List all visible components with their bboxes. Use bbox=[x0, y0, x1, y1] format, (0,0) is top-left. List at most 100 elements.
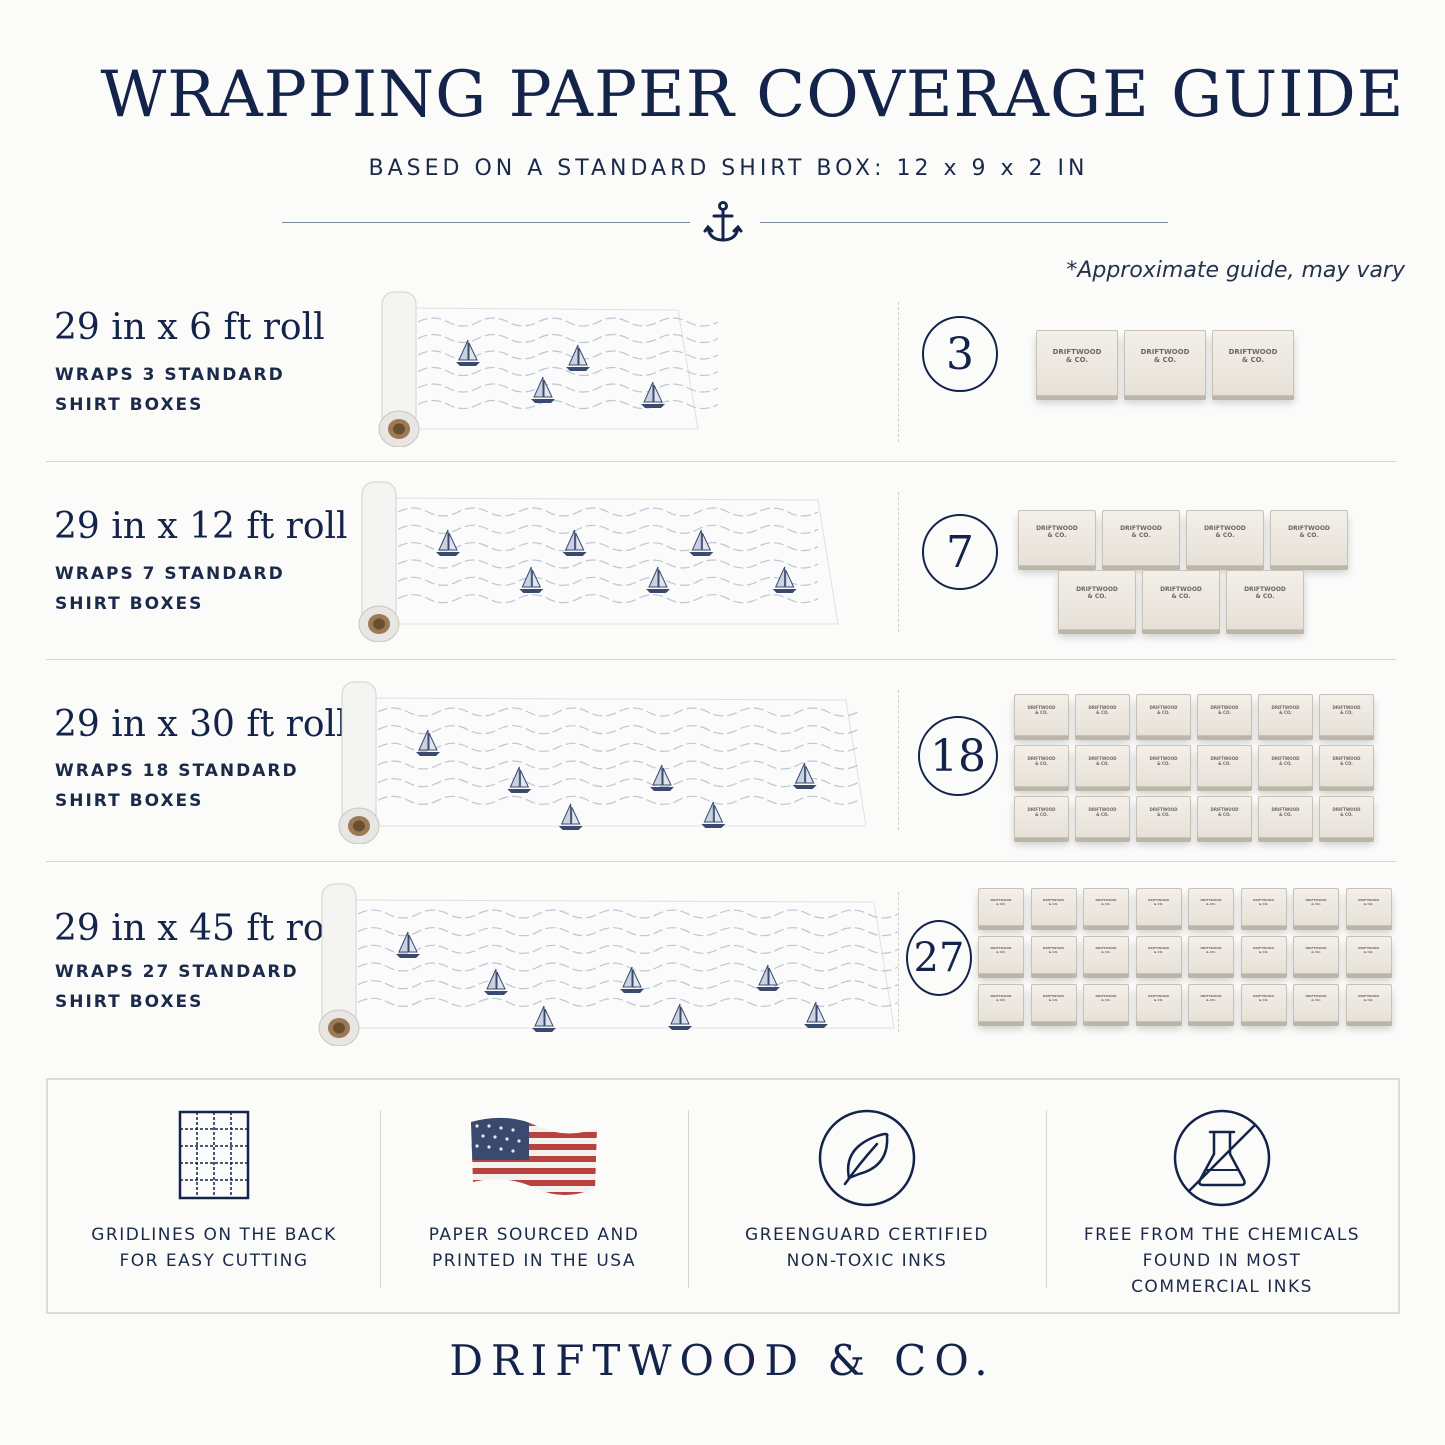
shirt-box: DRIFTWOOD& CO. bbox=[978, 984, 1024, 1022]
roll-title: 29 in x 30 ft roll bbox=[54, 704, 348, 745]
shirt-box-label: DRIFTWOOD& CO. bbox=[1140, 348, 1190, 365]
shirt-box-label: DRIFTWOOD& CO. bbox=[1095, 946, 1117, 954]
shirt-box-label: DRIFTWOOD& CO. bbox=[1052, 348, 1102, 365]
shirt-box: DRIFTWOOD& CO. bbox=[1136, 745, 1191, 787]
shirt-box-label: DRIFTWOOD& CO. bbox=[1088, 807, 1117, 817]
shirt-box: DRIFTWOOD& CO. bbox=[1258, 796, 1313, 838]
shirt-box: DRIFTWOOD& CO. bbox=[1188, 984, 1234, 1022]
shirt-box: DRIFTWOOD& CO. bbox=[1345, 888, 1392, 926]
shirt-box-label: DRIFTWOOD& CO. bbox=[1027, 807, 1056, 817]
brand-wordmark: DRIFTWOOD & CO. bbox=[449, 1336, 996, 1385]
shirt-box: DRIFTWOOD& CO. bbox=[1135, 984, 1182, 1022]
shirt-box-label: DRIFTWOOD& CO. bbox=[1332, 807, 1361, 817]
box-count-circle: 27 bbox=[906, 920, 972, 996]
shirt-box: DRIFTWOOD& CO. bbox=[1030, 984, 1077, 1022]
row-divider bbox=[46, 461, 1396, 462]
page-subtitle: BASED ON A STANDARD SHIRT BOX: 12 x 9 x … bbox=[368, 156, 1089, 181]
paper-roll-image bbox=[378, 291, 718, 447]
shirt-box-label: DRIFTWOOD& CO. bbox=[990, 946, 1012, 954]
shirt-box: DRIFTWOOD& CO. bbox=[1240, 888, 1287, 926]
shirt-box-label: DRIFTWOOD& CO. bbox=[1358, 946, 1379, 954]
leaf-icon bbox=[818, 1109, 916, 1207]
shirt-box-label: DRIFTWOOD& CO. bbox=[1149, 705, 1178, 715]
shirt-box-label: DRIFTWOOD& CO. bbox=[1210, 756, 1239, 766]
shirt-box: DRIFTWOOD& CO. bbox=[1142, 570, 1220, 630]
paper-roll-image bbox=[338, 681, 867, 844]
shirt-box-label: DRIFTWOOD& CO. bbox=[1149, 756, 1178, 766]
shirt-box-label: DRIFTWOOD& CO. bbox=[1088, 756, 1117, 766]
column-divider bbox=[898, 302, 899, 442]
shirt-box-label: DRIFTWOOD& CO. bbox=[990, 994, 1012, 1002]
shirt-box: DRIFTWOOD& CO. bbox=[1240, 984, 1287, 1022]
shirt-box: DRIFTWOOD& CO. bbox=[1319, 745, 1374, 787]
grid-icon bbox=[178, 1110, 250, 1200]
shirt-box: DRIFTWOOD& CO. bbox=[1014, 796, 1069, 838]
shirt-box: DRIFTWOOD& CO. bbox=[1075, 694, 1130, 736]
shirt-box-label: DRIFTWOOD& CO. bbox=[1305, 898, 1327, 906]
feature-divider bbox=[380, 1110, 381, 1288]
shirt-box-label: DRIFTWOOD& CO. bbox=[1288, 525, 1330, 540]
shirt-box-label: DRIFTWOOD& CO. bbox=[1088, 705, 1117, 715]
shirt-box: DRIFTWOOD& CO. bbox=[1135, 936, 1182, 974]
shirt-box-label: DRIFTWOOD& CO. bbox=[1271, 705, 1300, 715]
shirt-box: DRIFTWOOD& CO. bbox=[1083, 984, 1129, 1022]
shirt-box: DRIFTWOOD& CO. bbox=[1319, 796, 1374, 838]
box-count-circle: 7 bbox=[922, 514, 998, 590]
shirt-box-label: DRIFTWOOD& CO. bbox=[1358, 898, 1379, 906]
shirt-box-label: DRIFTWOOD& CO. bbox=[1305, 946, 1327, 954]
shirt-box: DRIFTWOOD& CO. bbox=[1226, 570, 1304, 630]
shirt-box: DRIFTWOOD& CO. bbox=[1188, 936, 1234, 974]
shirt-box-label: DRIFTWOOD& CO. bbox=[1120, 525, 1162, 540]
shirt-box-label: DRIFTWOOD& CO. bbox=[1200, 946, 1222, 954]
shirt-box: DRIFTWOOD& CO. bbox=[1135, 888, 1182, 926]
roll-title: 29 in x 6 ft roll bbox=[54, 307, 325, 348]
shirt-box: DRIFTWOOD& CO. bbox=[978, 936, 1024, 974]
shirt-box-label: DRIFTWOOD& CO. bbox=[1228, 348, 1278, 365]
divider-right bbox=[760, 222, 1168, 223]
shirt-box: DRIFTWOOD& CO. bbox=[1212, 330, 1294, 396]
anchor-icon bbox=[703, 201, 743, 242]
shirt-box-label: DRIFTWOOD& CO. bbox=[1204, 525, 1246, 540]
shirt-box-label: DRIFTWOOD& CO. bbox=[1043, 946, 1064, 954]
no-chemicals-icon bbox=[1173, 1109, 1271, 1207]
shirt-box: DRIFTWOOD& CO. bbox=[1083, 888, 1129, 926]
shirt-box: DRIFTWOOD& CO. bbox=[1102, 510, 1180, 566]
shirt-box: DRIFTWOOD& CO. bbox=[1293, 936, 1339, 974]
shirt-box: DRIFTWOOD& CO. bbox=[1293, 984, 1339, 1022]
shirt-box: DRIFTWOOD& CO. bbox=[978, 888, 1024, 926]
shirt-box-label: DRIFTWOOD& CO. bbox=[1095, 898, 1117, 906]
shirt-box-label: DRIFTWOOD& CO. bbox=[1149, 807, 1178, 817]
shirt-box-label: DRIFTWOOD& CO. bbox=[1332, 705, 1361, 715]
column-divider bbox=[898, 892, 899, 1032]
shirt-box-label: DRIFTWOOD& CO. bbox=[1036, 525, 1078, 540]
shirt-box-label: DRIFTWOOD& CO. bbox=[1210, 807, 1239, 817]
shirt-box: DRIFTWOOD& CO. bbox=[1345, 936, 1392, 974]
shirt-box: DRIFTWOOD& CO. bbox=[1075, 796, 1130, 838]
shirt-box-label: DRIFTWOOD& CO. bbox=[1305, 994, 1327, 1002]
shirt-box-label: DRIFTWOOD& CO. bbox=[1076, 586, 1118, 601]
shirt-box: DRIFTWOOD& CO. bbox=[1030, 936, 1077, 974]
shirt-box: DRIFTWOOD& CO. bbox=[1319, 694, 1374, 736]
shirt-box: DRIFTWOOD& CO. bbox=[1293, 888, 1339, 926]
shirt-box-label: DRIFTWOOD& CO. bbox=[1210, 705, 1239, 715]
shirt-box-label: DRIFTWOOD& CO. bbox=[1027, 705, 1056, 715]
shirt-box-label: DRIFTWOOD& CO. bbox=[1244, 586, 1286, 601]
shirt-box: DRIFTWOOD& CO. bbox=[1014, 745, 1069, 787]
shirt-box: DRIFTWOOD& CO. bbox=[1258, 745, 1313, 787]
shirt-box: DRIFTWOOD& CO. bbox=[1197, 694, 1252, 736]
page-title: WRAPPING PAPER COVERAGE GUIDE bbox=[100, 58, 1405, 132]
shirt-box: DRIFTWOOD& CO. bbox=[1136, 796, 1191, 838]
shirt-box: DRIFTWOOD& CO. bbox=[1018, 510, 1096, 566]
